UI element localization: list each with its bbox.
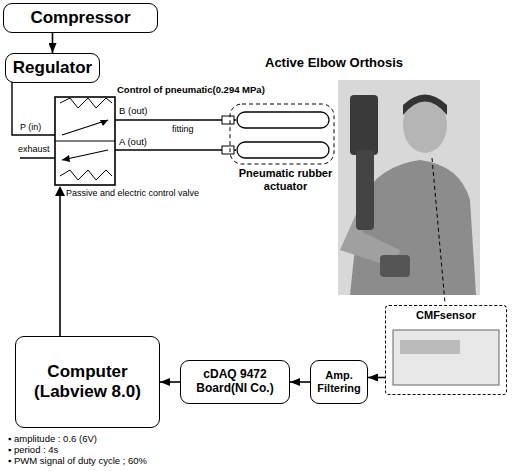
person-photo xyxy=(338,80,480,295)
fitting-symbol xyxy=(222,146,234,154)
valve-arrowhead xyxy=(62,155,70,162)
signal-connector xyxy=(290,381,310,383)
sensor-device xyxy=(393,330,499,385)
computer-box: Computer (Labview 8.0) xyxy=(15,336,160,428)
node-text: Compressor xyxy=(30,8,130,28)
output-line-a xyxy=(115,149,236,150)
annotation-label: fitting xyxy=(172,124,194,134)
annotation-label: Control of pneumatic(0.294 MPa) xyxy=(117,85,265,96)
valve-flow-arrow xyxy=(62,120,108,135)
node-text: Regulator xyxy=(13,58,92,78)
exhaust-line xyxy=(20,157,55,158)
actuator-outline xyxy=(230,104,334,164)
signal-connector xyxy=(160,381,180,383)
annotation-label: Passive and electric control valve xyxy=(66,188,199,198)
supply-line xyxy=(12,81,55,135)
annotation-label: exhaust xyxy=(18,144,50,154)
valve-spring xyxy=(60,170,112,180)
valve-spring xyxy=(60,98,112,108)
node-text: Computer (Labview 8.0) xyxy=(22,362,153,401)
signal-connector xyxy=(52,33,54,53)
valve-symbol xyxy=(55,97,115,185)
node-text: CMFsensor xyxy=(416,309,476,322)
annotation-label: B (out) xyxy=(119,106,148,117)
amplifier-box: Amp. Filtering xyxy=(310,360,368,404)
annotation-label: ▪ amplitude : 0.6 (6V) xyxy=(8,434,97,445)
diagram-title: Active Elbow Orthosis xyxy=(265,56,403,71)
annotation-label: P (in) xyxy=(20,122,41,132)
valve-arrowhead xyxy=(100,120,108,126)
annotation-label: ▪ period : 4s xyxy=(8,445,58,456)
regulator-box: Regulator xyxy=(5,53,100,83)
fitting-symbol xyxy=(222,116,234,124)
annotation-label: ▪ PWM signal of duty cycle ; 60% xyxy=(8,456,147,467)
output-line-b xyxy=(115,119,236,120)
rubber-actuator xyxy=(237,142,329,158)
compressor-box: Compressor xyxy=(3,3,158,33)
control-line xyxy=(59,193,61,338)
signal-connector xyxy=(368,377,385,379)
sensor-device xyxy=(400,340,460,354)
annotation-label: A (out) xyxy=(119,137,147,148)
daq-board-box: cDAQ 9472 Board(NI Co.) xyxy=(180,360,290,404)
node-text: cDAQ 9472 Board(NI Co.) xyxy=(187,368,283,396)
annotation-label: Pneumatic rubber actuator xyxy=(238,167,333,192)
control-arrowhead xyxy=(55,186,65,196)
sensor-box: CMFsensor xyxy=(385,305,507,395)
valve-divider xyxy=(55,141,115,142)
rubber-actuator xyxy=(237,112,329,128)
sensor-leader xyxy=(432,158,445,303)
node-text: Amp. Filtering xyxy=(317,369,361,394)
